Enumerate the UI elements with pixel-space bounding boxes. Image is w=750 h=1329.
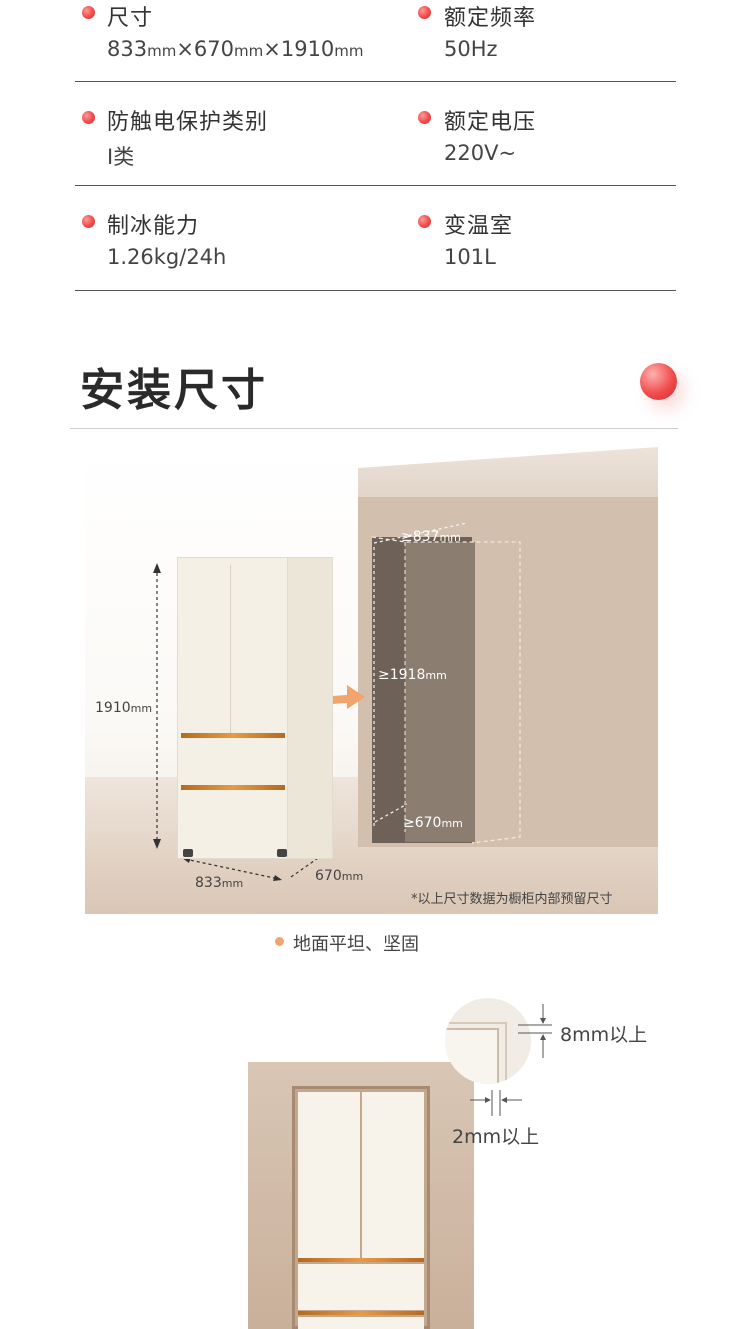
divider	[75, 290, 676, 291]
spec-value-frequency: 50Hz	[444, 37, 498, 61]
side-gap-label: 2mm以上	[452, 1126, 540, 1148]
spec-label-protection-class: 防触电保护类别	[107, 110, 269, 135]
spec-label-size: 尺寸	[107, 6, 154, 31]
divider	[75, 185, 676, 186]
orange-dot-icon	[275, 937, 284, 946]
divider	[75, 81, 676, 82]
install-gap-illustration	[248, 1062, 474, 1329]
fridge-height-label: 1910mm	[95, 700, 153, 716]
spec-value-variable-room: 101L	[444, 245, 496, 269]
spec-value-size: 833mm×670mm×1910mm	[107, 37, 364, 61]
bullet-dot-icon	[82, 6, 95, 19]
fridge-depth-label: 670mm	[315, 868, 364, 884]
niche-width-label: ≥837mm	[401, 529, 461, 545]
gap-arrows	[470, 1004, 552, 1116]
installation-scene: 1910mm 833mm 670mm ≥837mm ≥1918mm ≥670mm…	[85, 447, 658, 914]
bullet-dot-icon	[418, 111, 431, 124]
decorative-dot-icon	[640, 363, 677, 400]
title-divider	[70, 428, 678, 429]
scene-note: *以上尺寸数据为橱柜内部预留尺寸	[411, 892, 613, 907]
niche-height-label: ≥1918mm	[378, 667, 447, 683]
spec-label-variable-room: 变温室	[444, 214, 514, 239]
bullet-dot-icon	[82, 215, 95, 228]
fridge-width-label: 833mm	[195, 875, 244, 891]
section-title: 安装尺寸	[80, 365, 268, 416]
spec-value-protection-class: I类	[107, 145, 135, 169]
spec-label-frequency: 额定频率	[444, 6, 537, 31]
top-gap-label: 8mm以上	[560, 1024, 648, 1046]
bullet-dot-icon	[82, 111, 95, 124]
detail-magnifier	[445, 998, 531, 1084]
bullet-dot-icon	[418, 215, 431, 228]
floor-note: 地面平坦、坚固	[293, 934, 419, 955]
cabinet-niche-side	[405, 542, 475, 842]
niche-depth-label: ≥670mm	[403, 815, 463, 831]
dimension-lines	[153, 522, 521, 881]
spec-label-ice-capacity: 制冰能力	[107, 214, 200, 239]
spec-value-ice-capacity: 1.26kg/24h	[107, 245, 227, 269]
spec-label-voltage: 额定电压	[444, 110, 537, 135]
spec-value-voltage: 220V~	[444, 141, 517, 165]
bullet-dot-icon	[418, 6, 431, 19]
